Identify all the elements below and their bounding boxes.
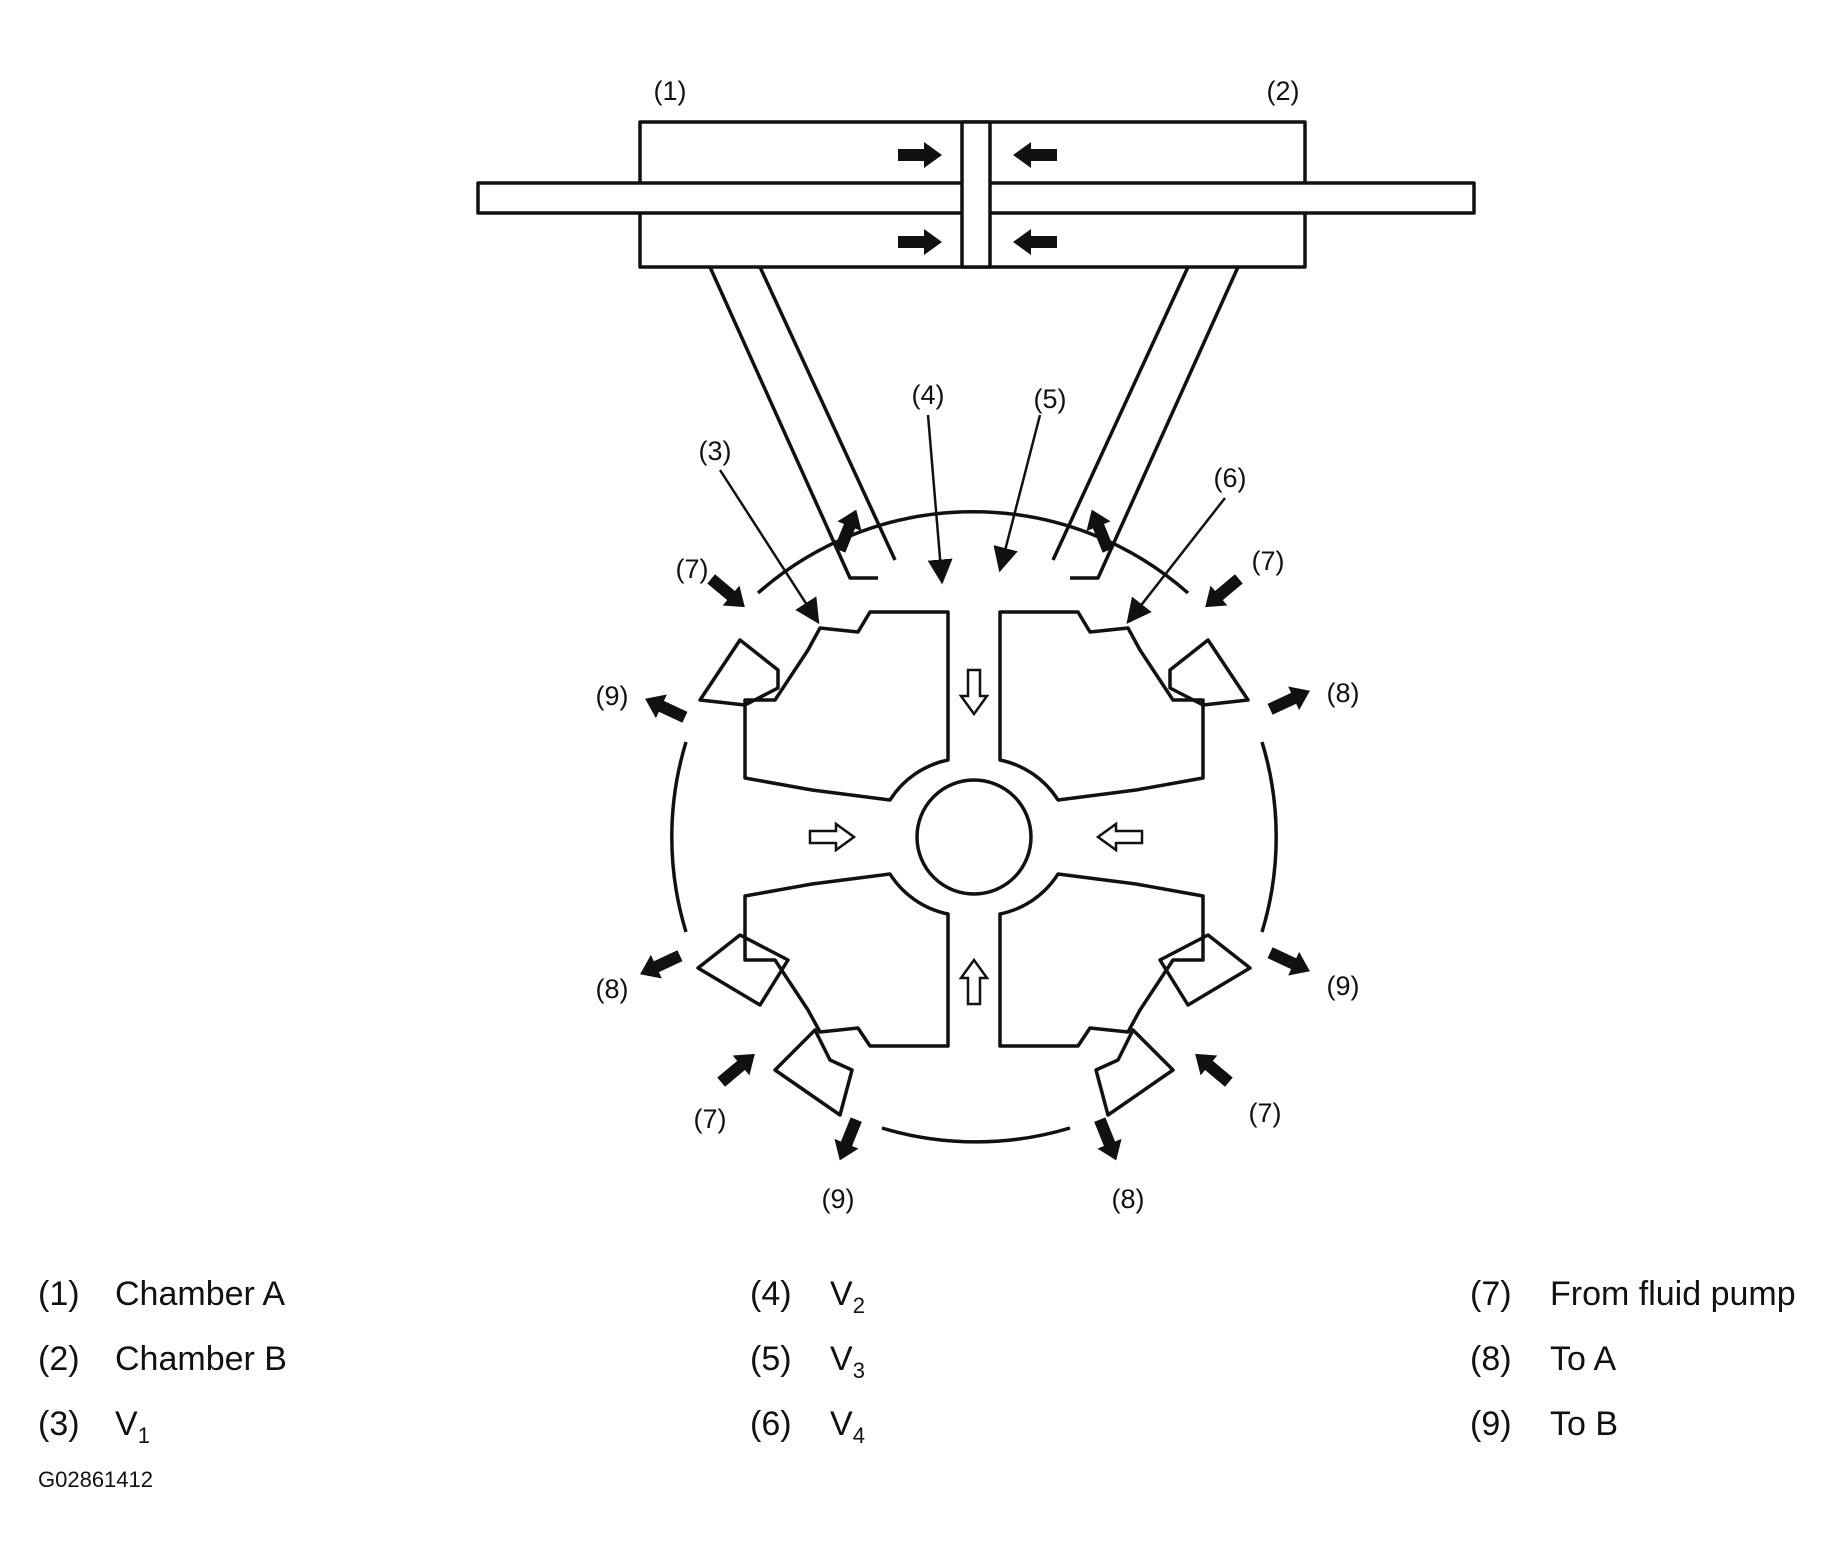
port-bottom-left xyxy=(773,1028,854,1117)
callout-4: (4) xyxy=(912,380,945,410)
legend-text: V1 xyxy=(115,1405,150,1448)
callout-8-right: (8) xyxy=(1327,678,1360,708)
callout-7-upper-left: (7) xyxy=(676,554,709,584)
callout-9-bottom: (9) xyxy=(822,1184,855,1214)
valve-outer-arc-bottom xyxy=(881,1126,1071,1144)
legend-num: (5) xyxy=(750,1340,792,1378)
callout-5: (5) xyxy=(1034,384,1067,414)
legend-text: Chamber A xyxy=(115,1275,286,1313)
legend-num: (6) xyxy=(750,1405,792,1443)
rotor-lobe-upper-right xyxy=(998,610,1205,802)
flow-arrow-out-right-lower xyxy=(1264,940,1316,984)
legend-text: Chamber B xyxy=(115,1340,287,1378)
legend-text: V2 xyxy=(830,1275,865,1318)
flow-arrow-in-upper-left xyxy=(702,568,754,618)
line-a-outer xyxy=(708,266,878,580)
port-upper-right xyxy=(1168,638,1250,707)
port-upper-left xyxy=(698,638,780,707)
legend-text: V3 xyxy=(830,1340,865,1383)
flow-arrow-to-b xyxy=(1079,504,1121,556)
port-lower-right xyxy=(1158,933,1252,1007)
line-b-outer xyxy=(1070,266,1240,580)
leader-v2 xyxy=(926,414,953,585)
rotor-lobe-lower-left xyxy=(743,872,950,1048)
legend-num: (3) xyxy=(38,1405,80,1443)
legend-num: (8) xyxy=(1470,1340,1512,1378)
legend-num: (9) xyxy=(1470,1405,1512,1443)
callout-8-bottom: (8) xyxy=(1112,1184,1145,1214)
legend-num: (7) xyxy=(1470,1275,1512,1313)
valve-outer-arc-left xyxy=(670,741,688,933)
flow-arrow-out-right-upper xyxy=(1264,678,1316,722)
legend-text: To B xyxy=(1550,1405,1619,1443)
port-bottom-right xyxy=(1094,1028,1175,1117)
port-lower-left xyxy=(696,933,790,1007)
legend-num: (2) xyxy=(38,1340,80,1378)
flow-arrow-chamber-a-lower xyxy=(898,229,942,255)
legend-text: V4 xyxy=(830,1405,865,1448)
flow-arrow-out-left-upper xyxy=(639,686,691,730)
piston xyxy=(960,120,992,269)
hollow-arrow-top xyxy=(959,668,989,716)
legend-num: (1) xyxy=(38,1275,80,1313)
flow-arrow-in-lower-left xyxy=(712,1043,764,1093)
rotor-lobe-lower-right xyxy=(998,872,1205,1048)
callout-8-left: (8) xyxy=(596,974,629,1004)
flow-arrow-chamber-b-upper xyxy=(1013,142,1057,168)
hollow-arrow-right xyxy=(1096,822,1144,852)
flow-arrow-in-upper-right xyxy=(1196,568,1248,618)
flow-arrow-out-left-lower xyxy=(634,943,686,987)
line-a-inner xyxy=(758,266,897,561)
valve-outer-arc-top xyxy=(756,509,1190,595)
legend-text: To A xyxy=(1550,1340,1617,1378)
callout-2: (2) xyxy=(1267,76,1300,106)
callout-6: (6) xyxy=(1214,463,1247,493)
rotor-lobe-upper-left xyxy=(743,610,950,802)
hollow-arrow-left xyxy=(808,822,856,852)
callout-7-lower-left: (7) xyxy=(694,1104,727,1134)
leader-v4 xyxy=(1126,497,1226,624)
flow-arrow-out-bottom-right xyxy=(1087,1114,1129,1166)
valve-outer-arc-right xyxy=(1260,741,1278,933)
figure-id: G02861412 xyxy=(38,1467,153,1492)
callout-1: (1) xyxy=(654,76,687,106)
hollow-arrow-bottom xyxy=(959,958,989,1006)
line-b-inner xyxy=(1051,266,1190,561)
flow-arrow-out-bottom-left xyxy=(827,1114,869,1166)
leader-v3 xyxy=(993,414,1042,573)
flow-arrow-chamber-a-upper xyxy=(898,142,942,168)
callout-9-right: (9) xyxy=(1327,971,1360,1001)
legend-num: (4) xyxy=(750,1275,792,1313)
callout-7-upper-right: (7) xyxy=(1252,546,1285,576)
flow-arrow-in-lower-right xyxy=(1186,1043,1238,1093)
legend-text: From fluid pump xyxy=(1550,1275,1796,1313)
leader-v1 xyxy=(718,469,820,625)
callout-7-lower-right: (7) xyxy=(1249,1098,1282,1128)
callout-3: (3) xyxy=(699,436,732,466)
valve-bore xyxy=(915,778,1033,896)
flow-arrow-chamber-b-lower xyxy=(1013,229,1057,255)
callout-9-left: (9) xyxy=(596,681,629,711)
